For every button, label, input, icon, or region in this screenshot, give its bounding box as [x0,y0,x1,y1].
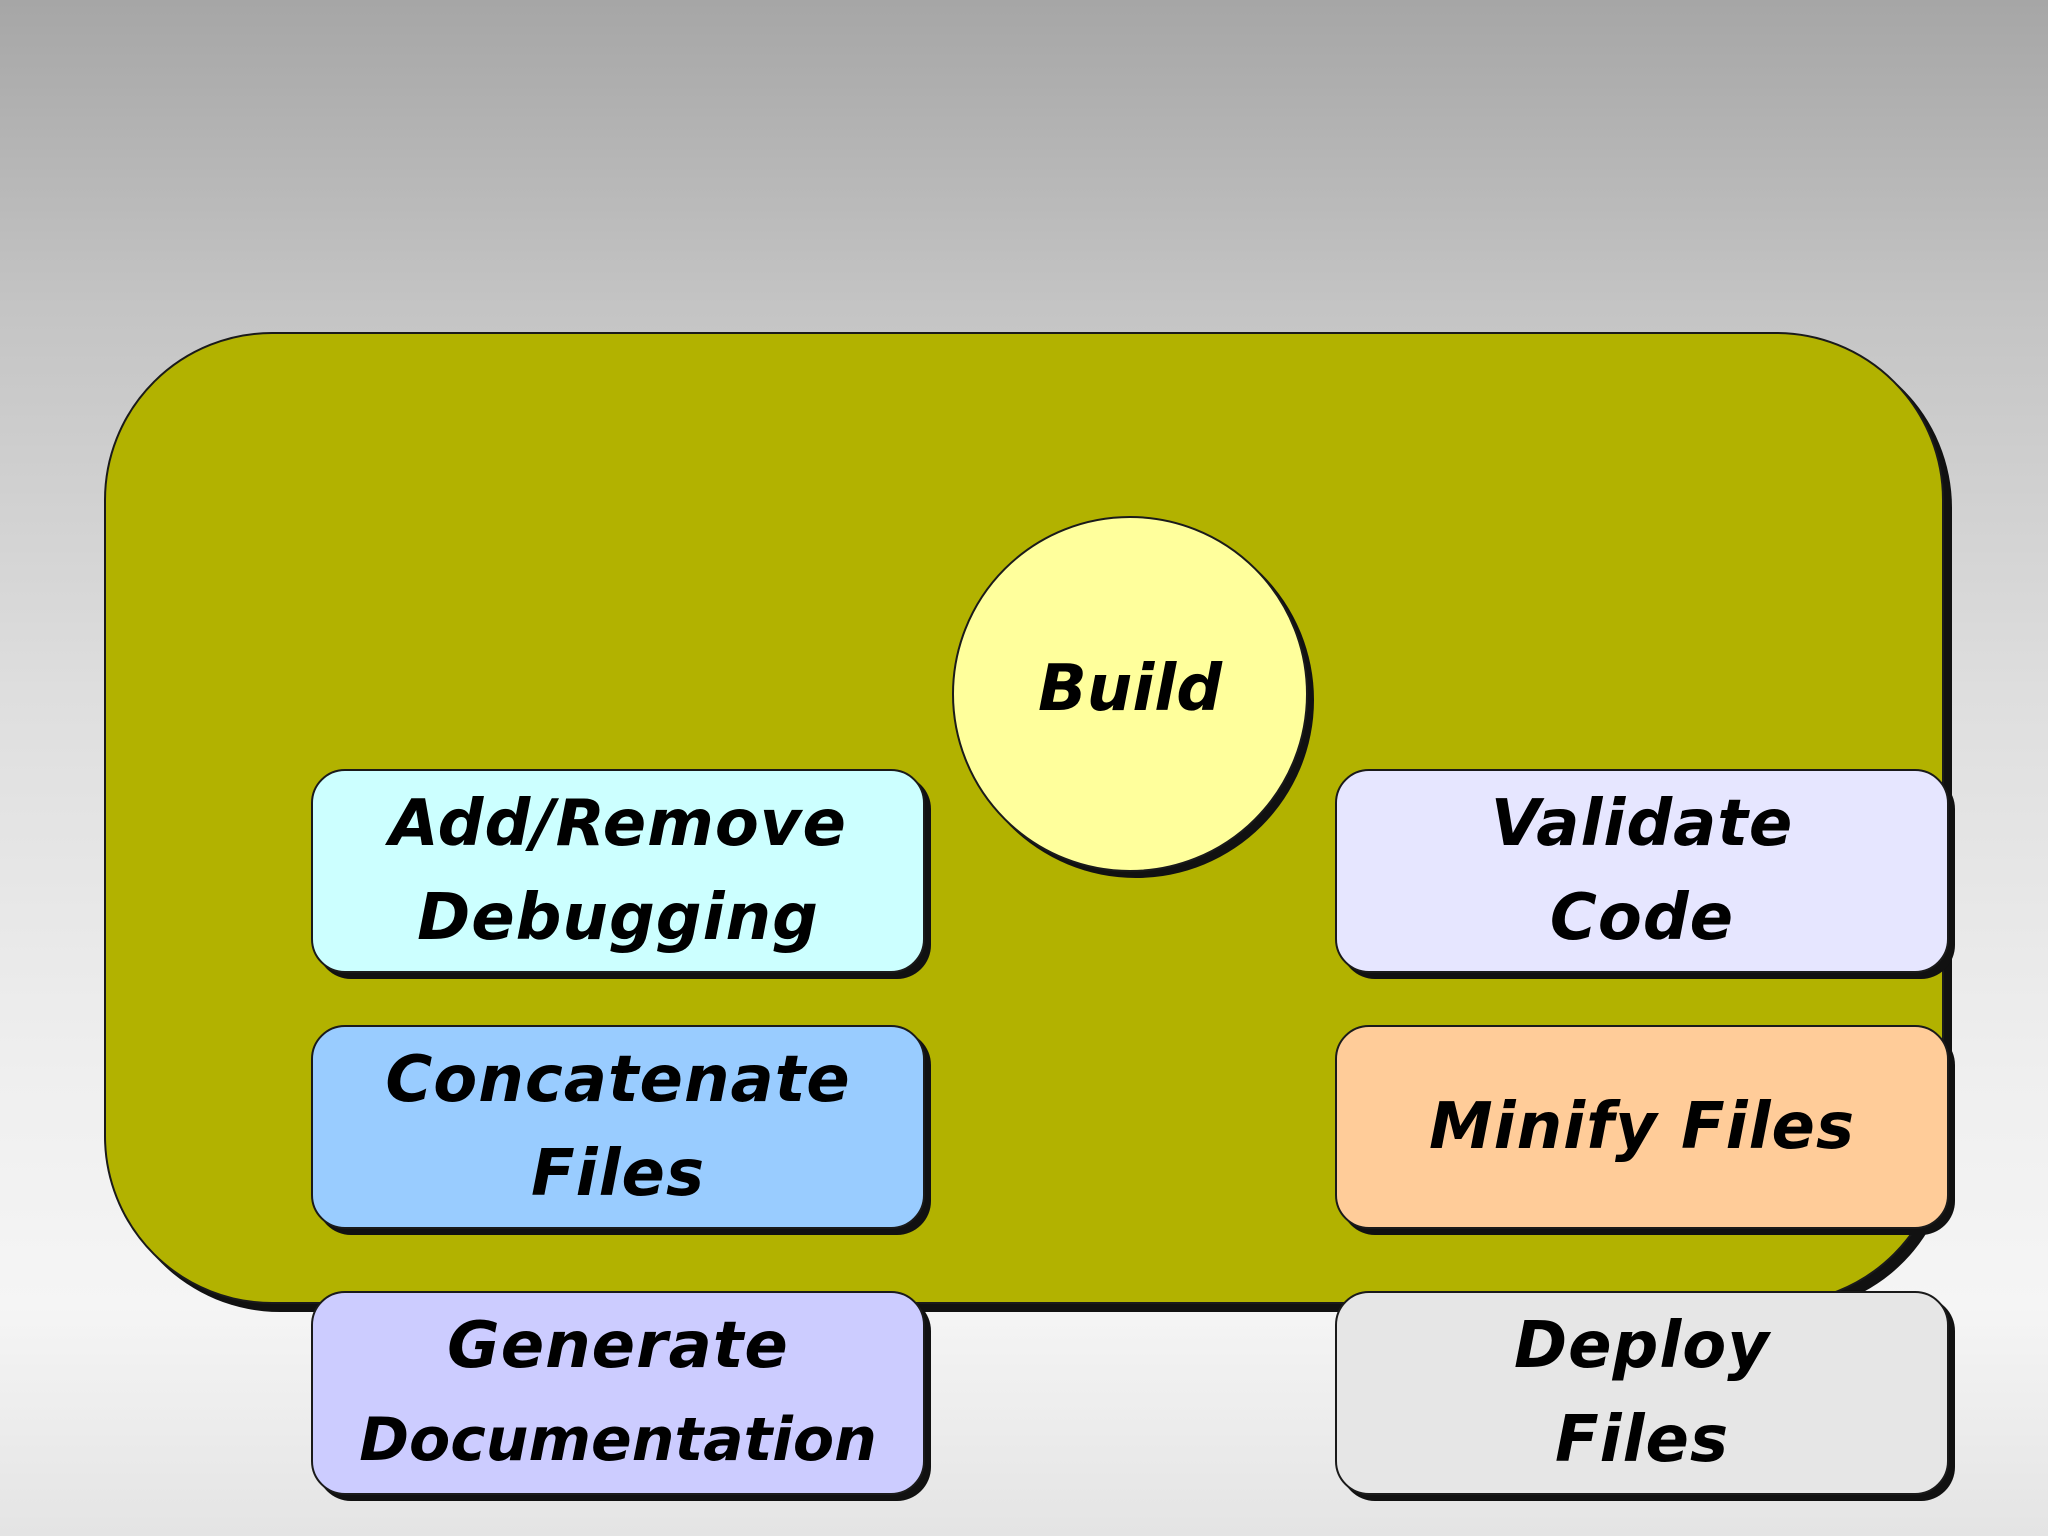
step-label-line: Add/Remove [389,787,847,861]
step-label-line: Files [1554,1403,1730,1477]
step-label-line: Files [530,1137,706,1211]
step-validate-code: Validate Code [1335,769,1949,973]
step-label-line: Debugging [417,881,819,955]
step-label-line: Documentation [359,1405,877,1475]
step-label-line: Minify Files [1428,1090,1856,1164]
build-container-panel: Build Add/Remove Debugging Concatenate F… [104,332,1949,1495]
build-hub-circle: Build [952,516,1308,872]
step-label-line: Validate [1490,787,1794,861]
step-add-remove-debugging: Add/Remove Debugging [311,769,925,973]
step-concatenate-files: Concatenate Files [311,1025,925,1229]
step-label-line: Code [1549,881,1735,955]
step-minify-files: Minify Files [1335,1025,1949,1229]
step-label-line: Generate [447,1309,789,1383]
step-label-line: Deploy [1514,1309,1770,1383]
step-label-line: Concatenate [385,1043,851,1117]
step-generate-documentation: Generate Documentation [311,1291,925,1495]
step-deploy-files: Deploy Files [1335,1291,1949,1495]
build-hub-label: Build [1037,652,1223,726]
